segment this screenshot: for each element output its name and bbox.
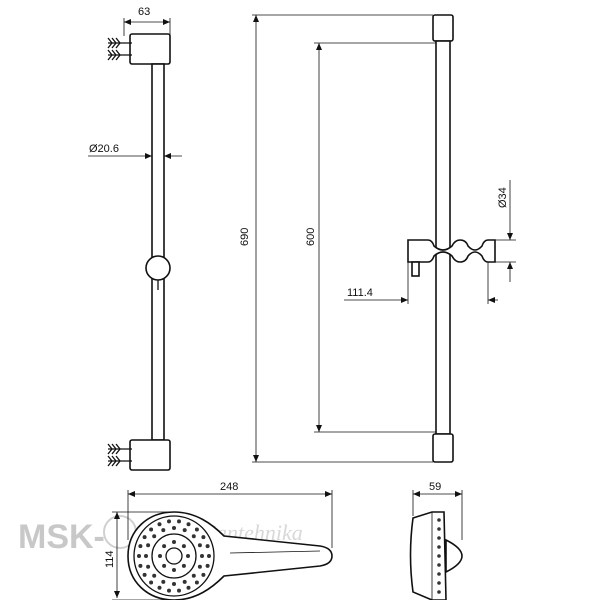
side-nozzle-dot: [437, 554, 441, 558]
nozzle-dot: [142, 535, 147, 540]
nozzle-dot: [172, 526, 176, 530]
top-bracket: [129, 33, 171, 65]
dim-head-width-label: 114: [104, 550, 116, 568]
side-nozzle-dot: [437, 581, 441, 585]
side-nozzle-dot: [437, 518, 441, 522]
nozzle-dot: [201, 535, 206, 540]
side-nozzle-dot: [437, 563, 441, 567]
nozzle-dot: [167, 519, 171, 524]
dim-mount-spacing: 600: [305, 42, 436, 433]
dim-head-depth: 59: [412, 481, 463, 540]
dim-bar-diameter-label: Ø20.6: [89, 143, 119, 155]
nozzle-dot: [172, 540, 176, 544]
nozzle-dot: [149, 580, 154, 585]
nozzle-dot: [205, 544, 210, 549]
bottom-anchors: [107, 443, 132, 467]
dim-holder-diameter: Ø34: [495, 180, 516, 282]
nozzle-dot: [157, 585, 162, 590]
side-nozzle-dot: [437, 527, 441, 531]
head-side-nozzles: [437, 518, 441, 594]
dim-holder-offset-label: 111.4: [347, 287, 373, 299]
nozzle-dot: [146, 564, 151, 569]
front-holder-lever: [411, 261, 420, 277]
side-nozzle-dot: [437, 545, 441, 549]
nozzle-dot: [191, 534, 196, 539]
dim-head-width: 114: [104, 511, 170, 600]
nozzle-dot: [181, 563, 186, 568]
nozzle-dot: [201, 572, 206, 577]
nozzle-dot: [172, 582, 176, 586]
dim-total-height: 690: [239, 14, 433, 463]
dim-mount-spacing-label: 600: [305, 228, 317, 246]
nozzle-dot: [162, 563, 167, 568]
bottom-bracket: [129, 439, 171, 471]
dim-holder-diameter-label: Ø34: [497, 187, 509, 208]
nozzle-dot: [167, 588, 171, 593]
head-side-boss: [445, 538, 463, 574]
nozzle-dot: [182, 579, 187, 584]
nozzle-dot: [161, 579, 166, 584]
side-nozzle-dot: [437, 572, 441, 576]
front-bottom-bracket: [432, 433, 454, 463]
nozzle-dot: [205, 563, 210, 568]
dim-head-length-label: 248: [220, 481, 238, 493]
head-top-view: [127, 511, 333, 600]
nozzle-dot: [194, 580, 199, 585]
head-inner-ring: [151, 533, 197, 579]
top-anchors: [107, 37, 132, 61]
dim-bracket-width: 63: [123, 6, 171, 36]
nozzle-dot: [162, 544, 167, 549]
nozzle-dot: [161, 528, 166, 533]
nozzle-dot: [142, 572, 147, 577]
dim-bar-diameter: Ø20.6: [88, 143, 182, 159]
dim-head-length: 248: [127, 481, 333, 548]
nozzle-dot: [137, 554, 141, 558]
head-face-ring: [133, 515, 215, 597]
dim-total-height-label: 690: [239, 228, 251, 246]
front-view: [407, 14, 496, 463]
dim-head-depth-label: 59: [429, 481, 441, 493]
nozzle-dot: [186, 554, 190, 558]
nozzle-dot: [200, 554, 204, 558]
nozzle-dot: [182, 528, 187, 533]
side-nozzle-dot: [437, 536, 441, 540]
nozzle-dot: [152, 573, 157, 578]
nozzle-dot: [138, 544, 143, 549]
nozzle-dot: [177, 519, 181, 524]
nozzle-dot: [146, 543, 151, 548]
front-bar: [435, 40, 451, 435]
front-slider-holder: [407, 239, 496, 263]
nozzle-dot: [186, 585, 191, 590]
nozzle-dot: [197, 564, 202, 569]
nozzle-dot: [177, 588, 181, 593]
side-bar: [151, 63, 165, 441]
nozzle-dot: [197, 543, 202, 548]
nozzle-dot: [158, 554, 162, 558]
dim-bracket-width-label: 63: [138, 6, 150, 18]
nozzle-dot: [144, 554, 148, 558]
nozzle-dot: [152, 534, 157, 539]
nozzle-dot: [186, 522, 191, 527]
nozzle-dot: [194, 527, 199, 532]
watermark-brand: MSK-: [18, 518, 105, 556]
front-top-bracket: [432, 14, 454, 42]
side-nozzle-dot: [437, 590, 441, 594]
side-view: [107, 33, 171, 471]
side-holder-knob: [145, 255, 171, 281]
head-center-cap: [165, 547, 183, 565]
nozzle-dot: [207, 554, 211, 558]
nozzle-dot: [138, 563, 143, 568]
nozzle-dot: [181, 544, 186, 549]
nozzle-dot: [157, 522, 162, 527]
nozzle-dot: [149, 527, 154, 532]
nozzle-dot: [172, 568, 176, 572]
dim-holder-offset: 111.4: [344, 262, 498, 304]
head-side-view: [409, 511, 463, 600]
head-nozzles: [137, 519, 211, 593]
nozzle-dot: [191, 573, 196, 578]
